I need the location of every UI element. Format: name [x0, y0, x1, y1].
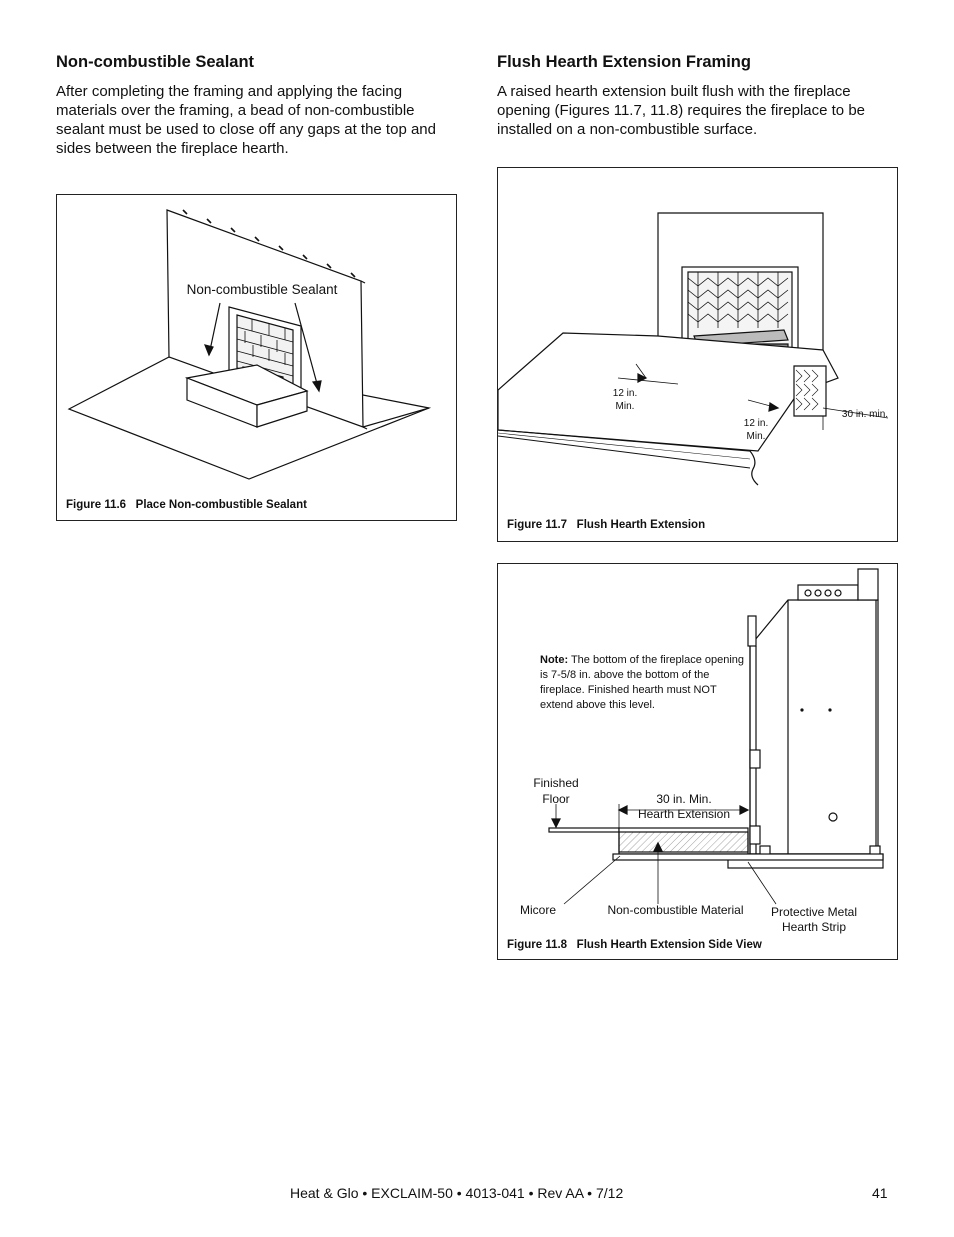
label-12in-min-left: 12 in. Min. [612, 388, 638, 412]
label-30in-hearth-extension: 30 in. Min. Hearth Extension [637, 792, 731, 821]
side-view-illustration [548, 568, 884, 905]
label-30in-min: 30 in. min. [841, 409, 889, 420]
label-finished-floor: Finished Floor [533, 776, 579, 806]
footer-document-info: Heat & Glo • EXCLAIM-50 • 4013-041 • Rev… [290, 1185, 624, 1201]
flush-hearth-paragraph: A raised hearth extension built flush wi… [497, 83, 865, 138]
right-section: Flush Hearth Extension Framing A raised … [497, 53, 897, 139]
sealant-illustration [67, 209, 432, 480]
flush-hearth-illustration [498, 212, 889, 486]
page-number: 41 [872, 1185, 888, 1201]
figure-11-7: 12 in. Min. 12 in. Min. 30 in. min. Figu… [497, 167, 898, 542]
section-heading-flush-hearth: Flush Hearth Extension Framing [497, 53, 751, 71]
label-12in-min-right: 12 in. Min. [743, 418, 769, 442]
note-fireplace-opening: Note: The bottom of the fireplace openin… [540, 654, 745, 711]
label-protective-metal-hearth-strip: Protective Metal Hearth Strip [770, 905, 858, 934]
figure-11-8: Note: The bottom of the fireplace openin… [497, 563, 898, 960]
figure-11-6: Non-combustible Sealant Figure 11.6 Plac… [56, 194, 457, 521]
section-heading-sealant: Non-combustible Sealant [56, 53, 255, 71]
figure-11-8-caption: Figure 11.8 Flush Hearth Extension Side … [507, 939, 762, 951]
sealant-paragraph: After completing the framing and applyin… [56, 83, 436, 157]
label-micore: Micore [519, 903, 556, 917]
figure-11-7-caption: Figure 11.7 Flush Hearth Extension [507, 519, 706, 531]
label-non-combustible-material: Non-combustible Material [607, 903, 744, 917]
figure-11-6-caption: Figure 11.6 Place Non-combustible Sealan… [66, 499, 307, 511]
label-non-combustible-sealant: Non-combustible Sealant [186, 282, 338, 297]
left-section: Non-combustible Sealant After completing… [56, 53, 461, 158]
